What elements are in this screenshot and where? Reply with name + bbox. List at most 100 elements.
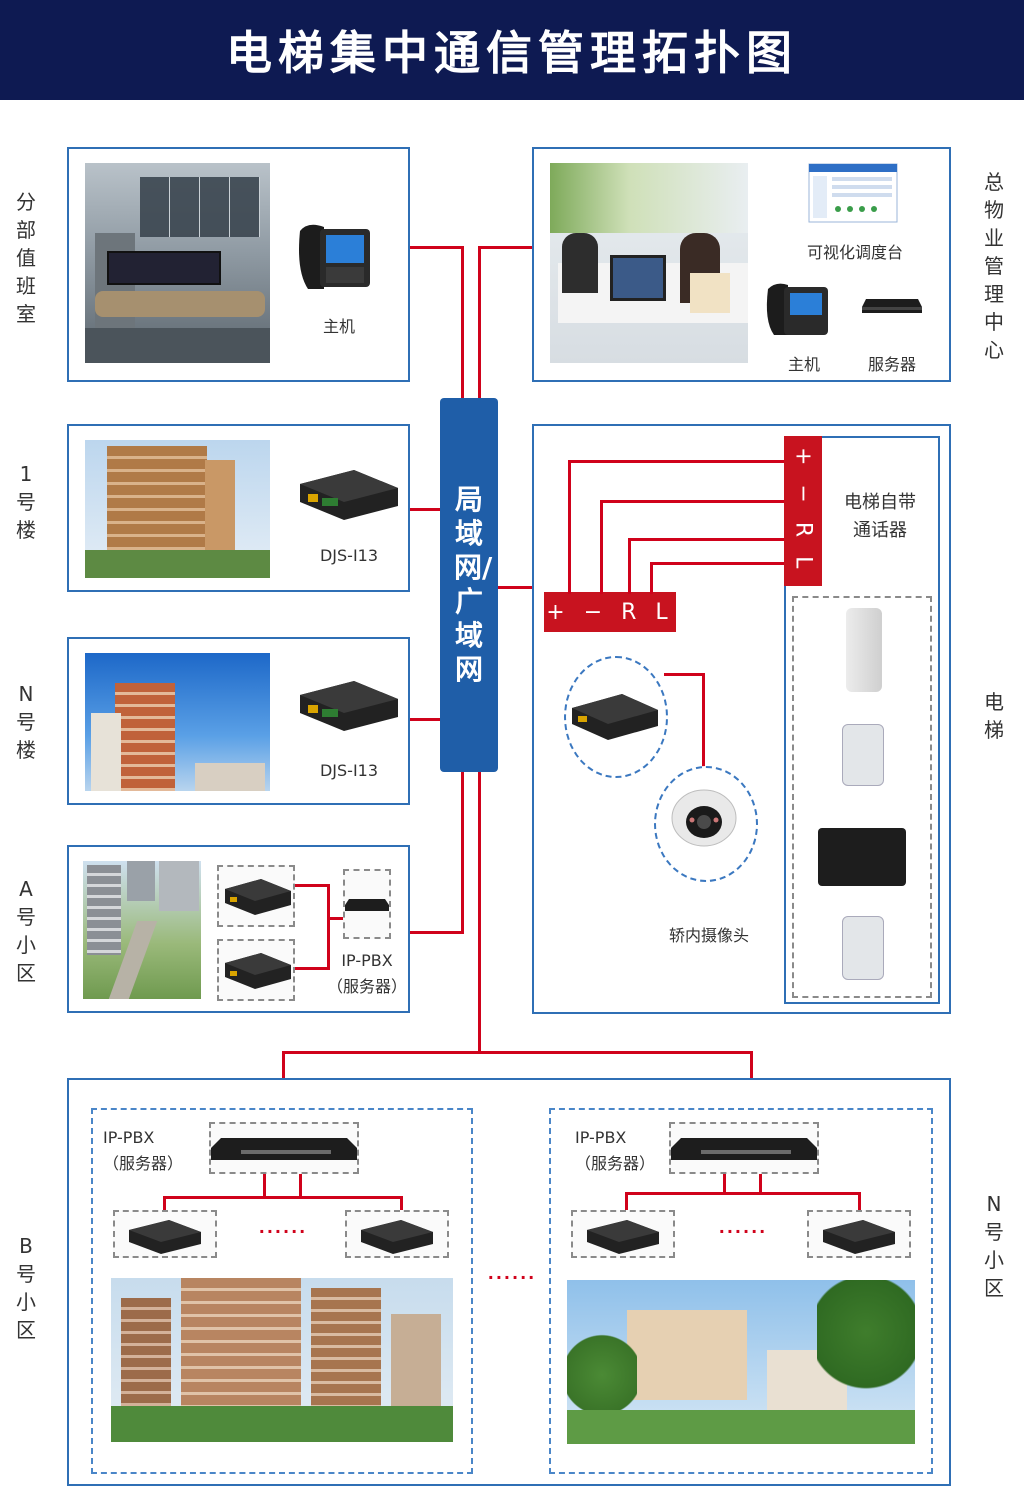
control-room-photo (85, 163, 270, 363)
device-slot (217, 865, 295, 927)
device-slot (217, 939, 295, 1001)
link-line (295, 967, 329, 970)
wire-minus (600, 500, 784, 503)
ippbx-n-label: IP-PBX (575, 1128, 627, 1147)
hq-host-label: 主机 (787, 355, 820, 374)
link-line (858, 1192, 861, 1210)
link-line (410, 931, 464, 934)
switch-icon (211, 1138, 357, 1160)
elevator-box: + − R L 电梯自带 通话器 + − R L 轿内摄像头 (532, 424, 951, 1014)
district-a-box: IP-PBX （服务器） (67, 845, 410, 1013)
link-line (410, 246, 462, 249)
wire-plus (568, 460, 784, 463)
link-line (410, 508, 440, 511)
link-line (282, 1051, 752, 1054)
district-n-photo (567, 1280, 915, 1444)
device-slot (345, 1210, 449, 1258)
link-line (478, 246, 532, 249)
label-district-a: A号小区 (16, 877, 36, 985)
wire-minus (600, 500, 603, 594)
office-photo (550, 163, 748, 363)
link-line (498, 586, 532, 589)
dome-camera-icon (671, 789, 737, 847)
ippbx-b-label: IP-PBX (103, 1128, 155, 1147)
device-slot (807, 1210, 911, 1258)
link-line (299, 1174, 302, 1198)
link-line (723, 1174, 726, 1194)
building-n-box: DJS-I13 (67, 637, 410, 805)
label-building-n: N号楼 (16, 682, 36, 762)
intercom-terminal-vertical: + − R L (784, 436, 822, 586)
network-label: 局域网/广域网 (454, 483, 493, 686)
districts-outer-box: IP-PBX （服务器） ...... ...... IP-PBX （服务器） (67, 1078, 951, 1486)
district-b-photo (111, 1278, 453, 1442)
link-line (478, 772, 481, 1054)
dispatch-console-screen-icon (808, 163, 898, 223)
gateway-device-circle (564, 656, 668, 778)
server-icon (862, 297, 922, 313)
hq-host-phone-icon (764, 273, 830, 339)
building-1-photo (85, 440, 270, 578)
wire-r (628, 538, 784, 541)
label-district-n: N号小区 (984, 1192, 1004, 1300)
label-district-b: B号小区 (16, 1234, 36, 1342)
terminal-block-bottom: + − R L (544, 592, 676, 632)
link-line (327, 917, 343, 920)
district-n-panel: IP-PBX （服务器） ...... (549, 1108, 933, 1474)
link-line (759, 1174, 762, 1194)
building-1-box: DJS-I13 (67, 424, 410, 592)
ippbx-a-label: IP-PBX (341, 951, 393, 970)
page-title: 电梯集中通信管理拓扑图 (0, 0, 1024, 100)
link-line (327, 884, 330, 970)
host-phone-icon (294, 211, 372, 293)
terminal-vertical-label: + − R L (790, 447, 816, 575)
ippbx-slot (343, 869, 391, 939)
switch-icon (671, 1138, 817, 1160)
ippbx-slot (669, 1122, 819, 1174)
car-camera-circle (654, 766, 758, 882)
link-line (478, 246, 481, 399)
djs-i13-device-icon (294, 673, 400, 733)
link-line (410, 718, 440, 721)
wire-r (628, 538, 631, 594)
district-a-photo (83, 861, 201, 999)
label-branch-duty-room: 分部值班室 (16, 190, 36, 326)
network-bar: 局域网/广域网 (440, 398, 498, 772)
visual-console-label: 可视化调度台 (806, 243, 903, 262)
branch-duty-room-box: 主机 (67, 147, 410, 382)
label-hq-center: 总物业管理中心 (984, 170, 1004, 362)
ellipsis-n: ...... (718, 1218, 768, 1237)
wire-l (650, 562, 784, 565)
link-line (625, 1192, 628, 1210)
link-line (263, 1174, 266, 1198)
link-line (400, 1196, 403, 1212)
intercom-label-1: 电梯自带 (844, 492, 916, 513)
link-line (163, 1196, 403, 1199)
server-label: 服务器 (867, 355, 916, 374)
host-label: 主机 (322, 317, 355, 336)
djs-i13-device-icon (294, 462, 400, 522)
link-line (295, 884, 329, 887)
ippbx-b-sublabel: （服务器） (103, 1154, 184, 1173)
building-n-photo (85, 653, 270, 791)
link-line (625, 1192, 861, 1195)
djs-n-label: DJS-I13 (319, 761, 379, 780)
ippbx-a-sublabel: （服务器） (327, 977, 408, 996)
district-b-panel: IP-PBX （服务器） ...... (91, 1108, 473, 1474)
ippbx-slot (209, 1122, 359, 1174)
label-elevator: 电梯 (984, 690, 1004, 742)
label-building-1: 1号楼 (16, 462, 36, 542)
ellipsis-b: ...... (258, 1218, 308, 1237)
car-camera-label: 轿内摄像头 (668, 926, 749, 945)
intercom-hardware-area (792, 596, 932, 998)
link-line (664, 673, 704, 676)
hq-center-box: 可视化调度台 主机 服务器 (532, 147, 951, 382)
device-slot (571, 1210, 675, 1258)
wire-l (650, 562, 653, 594)
ippbx-n-sublabel: （服务器） (575, 1154, 656, 1173)
ellipsis-between: ...... (487, 1264, 537, 1283)
intercom-label-2: 通话器 (853, 520, 907, 541)
link-line (163, 1196, 166, 1212)
link-line (702, 673, 705, 767)
wire-plus (568, 460, 571, 594)
